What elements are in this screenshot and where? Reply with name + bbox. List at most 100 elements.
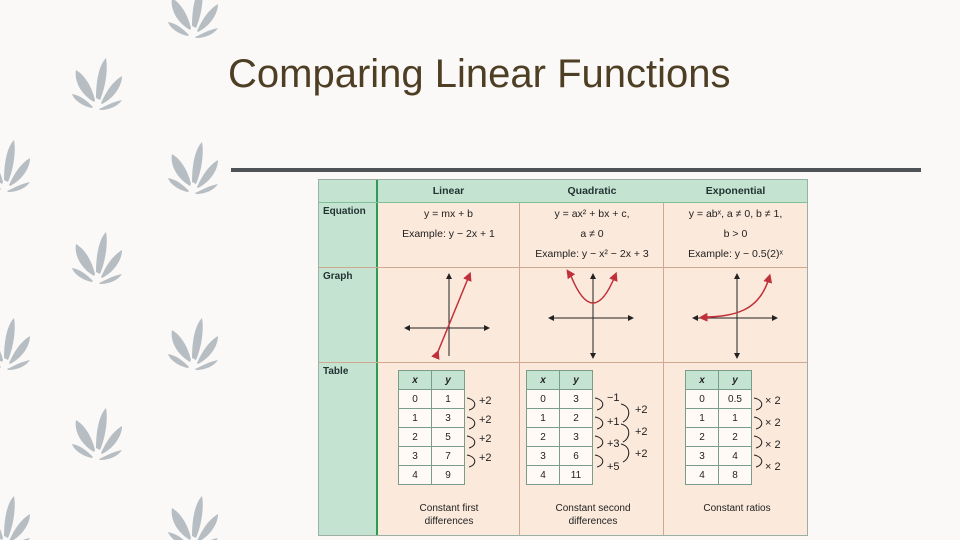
column-divider (663, 202, 664, 535)
slide-title: Comparing Linear Functions (228, 52, 731, 96)
column-divider (519, 202, 520, 535)
y-cell: 2 (718, 427, 752, 447)
exponential-caption: Constant ratios (703, 503, 771, 514)
quadratic-first-diff: +3 (607, 438, 620, 450)
y-header: y (718, 370, 752, 390)
x-cell: 3 (398, 446, 432, 466)
comparison-table: Linear Quadratic Exponential Equation Gr… (318, 179, 808, 536)
exponential-curve (706, 273, 773, 318)
decorative-leaf-pattern (0, 0, 230, 540)
quadratic-graph (548, 269, 634, 359)
y-cell: 2 (559, 408, 593, 428)
x-header: x (526, 370, 560, 390)
x-cell: 3 (526, 446, 560, 466)
quadratic-second-diff: +2 (635, 426, 648, 438)
exponential-condition: b > 0 (723, 228, 748, 240)
linear-curve (431, 271, 472, 360)
quadratic-diff-arrows (594, 397, 630, 468)
header-corner (319, 180, 377, 202)
y-cell: 3 (559, 427, 593, 447)
x-cell: 1 (398, 408, 432, 428)
x-cell: 2 (398, 427, 432, 447)
leaf-pattern-graphic (0, 0, 218, 540)
y-cell: 3 (431, 408, 465, 428)
column-divider (376, 180, 378, 535)
quadratic-condition: a ≠ 0 (580, 228, 604, 240)
linear-caption: Constant first differences (419, 503, 479, 527)
linear-example: Example: y − 2x + 1 (402, 228, 495, 240)
quadratic-first-diff: +5 (607, 461, 620, 473)
x-header: x (685, 370, 719, 390)
x-cell: 3 (685, 446, 719, 466)
linear-equation: y = mx + b (423, 208, 474, 220)
quadratic-first-diff: −1 (607, 392, 620, 404)
quadratic-example: Example: y − x² − 2x + 3 (535, 248, 649, 260)
row-label-table: Table (319, 362, 377, 535)
y-header: y (431, 370, 465, 390)
exponential-equation: y = abˣ, a ≠ 0, b ≠ 1, (688, 208, 783, 220)
x-cell: 2 (526, 427, 560, 447)
y-cell: 11 (559, 465, 593, 485)
quadratic-equation: y = ax² + bx + c, (554, 208, 630, 220)
linear-diff: +2 (479, 452, 492, 464)
y-cell: 1 (431, 389, 465, 409)
y-cell: 3 (559, 389, 593, 409)
y-cell: 6 (559, 446, 593, 466)
exponential-graph (692, 273, 778, 359)
quadratic-second-diff: +2 (635, 404, 648, 416)
x-cell: 2 (685, 427, 719, 447)
quadratic-caption: Constant second differences (555, 503, 631, 527)
x-cell: 0 (526, 389, 560, 409)
header-linear: Linear (377, 180, 520, 202)
exponential-ratio: × 2 (765, 417, 781, 429)
y-cell: 8 (718, 465, 752, 485)
row-divider (319, 267, 807, 268)
y-cell: 0.5 (718, 389, 752, 409)
quadratic-second-diff: +2 (635, 448, 648, 460)
x-cell: 1 (526, 408, 560, 428)
x-header: x (398, 370, 432, 390)
x-cell: 4 (685, 465, 719, 485)
row-label-graph: Graph (319, 267, 377, 362)
y-cell: 1 (718, 408, 752, 428)
exponential-ratio: × 2 (765, 439, 781, 451)
y-header: y (559, 370, 593, 390)
linear-diff: +2 (479, 433, 492, 445)
linear-diff: +2 (479, 414, 492, 426)
row-label-equation: Equation (319, 202, 377, 267)
y-cell: 4 (718, 446, 752, 466)
x-cell: 0 (685, 389, 719, 409)
x-cell: 1 (685, 408, 719, 428)
row-divider (319, 362, 807, 363)
linear-graph (404, 271, 490, 360)
exponential-ratio: × 2 (765, 461, 781, 473)
x-cell: 4 (398, 465, 432, 485)
exponential-ratio-arrows (753, 397, 763, 468)
exponential-example: Example: y − 0.5(2)ˣ (688, 248, 783, 260)
row-divider (319, 202, 807, 203)
y-cell: 7 (431, 446, 465, 466)
header-quadratic: Quadratic (520, 180, 664, 202)
quadratic-curve (570, 271, 618, 304)
title-divider (231, 168, 921, 172)
x-cell: 4 (526, 465, 560, 485)
y-cell: 5 (431, 427, 465, 447)
